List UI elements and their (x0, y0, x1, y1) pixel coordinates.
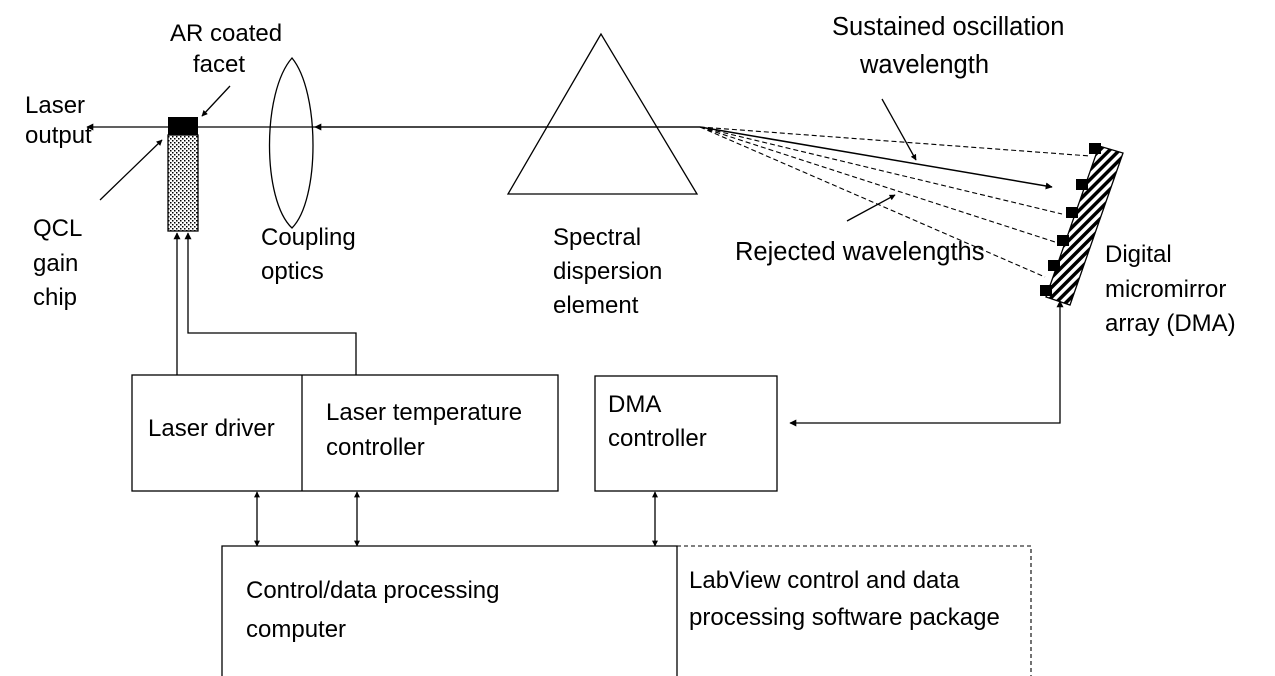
rejected-ray-4 (699, 126, 1046, 278)
labview-package-label: LabView control and data processing soft… (689, 567, 1000, 631)
rejected-pointer (846, 194, 896, 222)
spectral-dispersion-label: Spectral dispersion element (553, 224, 669, 319)
laser-driver-box (131, 374, 559, 492)
control-computer-label: Control/data processing computer (246, 577, 506, 643)
rejected-ray-3 (699, 126, 1056, 243)
qcl-gain-chip (167, 134, 199, 232)
laser-output-label: Laser output (25, 92, 92, 149)
sustained-pointer (881, 98, 917, 161)
dispersion-prism (506, 32, 699, 195)
micromirror-array (1045, 145, 1124, 306)
sustained-ray (699, 126, 1053, 190)
micromirror-elements (1040, 143, 1101, 296)
laser-temp-controller-label: Laser temperature controller (326, 399, 529, 461)
ar-coated-facet (168, 117, 198, 135)
ar-facet-label: AR coated facet (170, 20, 289, 78)
computer-box (221, 545, 678, 676)
dma-controller-box (594, 375, 778, 492)
sustained-oscillation-label: Sustained oscillation wavelength (832, 13, 1072, 79)
ar-facet-pointer (201, 85, 231, 117)
coupling-lens (268, 56, 314, 229)
dma-controller-label: DMA controller (608, 391, 707, 452)
qcl-chip-pointer (99, 139, 163, 201)
coupling-optics-label: Coupling optics (261, 224, 362, 285)
rejected-wavelengths-label: Rejected wavelengths (735, 238, 984, 266)
tempctrl-to-chip-arrow (184, 232, 357, 375)
rejected-ray-2 (699, 126, 1063, 215)
qcl-chip-label: QCL gain chip (33, 215, 88, 311)
labview-box (677, 545, 1032, 676)
laser-driver-label: Laser driver (148, 415, 275, 442)
dma-label: Digital micromirror array (DMA) (1105, 241, 1236, 337)
rejected-ray-1 (699, 126, 1091, 157)
dma-link-arrow (789, 300, 1064, 427)
